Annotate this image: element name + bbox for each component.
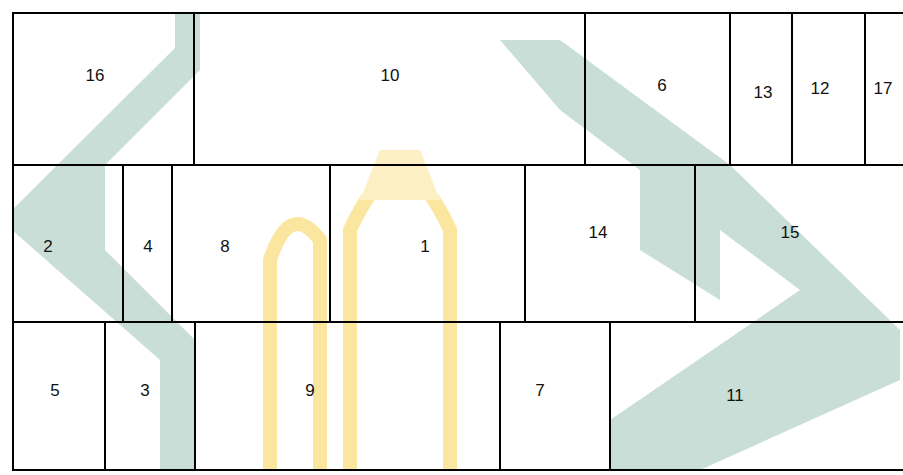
storage-block: 15 — [694, 164, 903, 323]
block-number: 5 — [50, 382, 59, 399]
storage-block: 4 — [122, 164, 173, 323]
block-number: 7 — [535, 382, 544, 399]
storage-block: 6 — [584, 12, 731, 166]
block-number: 2 — [43, 238, 52, 255]
block-number: 12 — [811, 80, 830, 97]
storage-block: 7 — [499, 321, 611, 471]
storage-block: 13 — [729, 12, 793, 166]
block-number: 1 — [420, 238, 429, 255]
storage-block: 17 — [864, 12, 903, 166]
watermark-fill — [360, 150, 440, 200]
storage-block: 1 — [329, 164, 526, 323]
storage-block: 12 — [791, 12, 866, 166]
block-number: 15 — [781, 224, 800, 241]
storage-block: 10 — [193, 12, 586, 166]
storage-block: 3 — [104, 321, 196, 471]
block-number: 8 — [220, 238, 229, 255]
storage-block: 9 — [194, 321, 501, 471]
block-number: 13 — [754, 84, 773, 101]
block-number: 10 — [381, 67, 400, 84]
storage-block: 8 — [171, 164, 331, 323]
watermark-shapes — [12, 12, 900, 470]
block-number: 3 — [140, 382, 149, 399]
storage-block: 11 — [609, 321, 903, 471]
block-number: 9 — [305, 382, 314, 399]
storage-block: 14 — [524, 164, 696, 323]
block-number: 6 — [657, 77, 666, 94]
storage-block: 5 — [12, 321, 106, 471]
storage-block: 2 — [12, 164, 124, 323]
block-number: 14 — [589, 224, 608, 241]
block-number: 4 — [143, 238, 152, 255]
block-number: 17 — [874, 80, 893, 97]
storage-block: 16 — [12, 12, 195, 166]
block-number: 11 — [726, 387, 744, 404]
block-number: 16 — [86, 67, 105, 84]
